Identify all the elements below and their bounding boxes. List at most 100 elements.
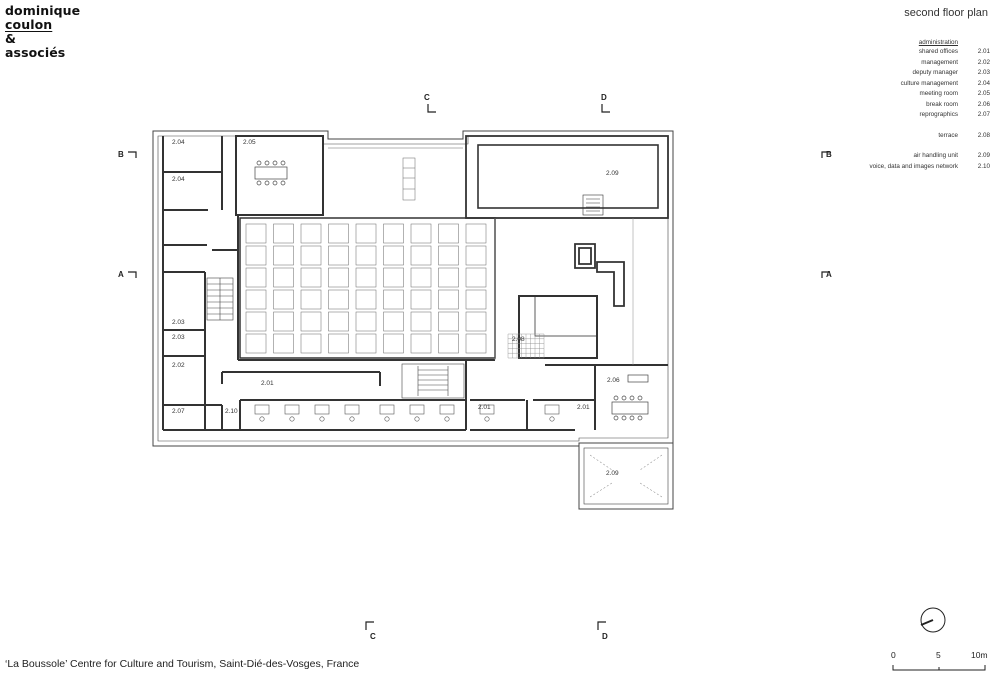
desk bbox=[544, 404, 560, 415]
north-arrow-icon bbox=[920, 607, 946, 633]
grid-cell bbox=[438, 311, 459, 332]
desk bbox=[379, 404, 395, 415]
grid-cell bbox=[383, 311, 404, 332]
grid-cell bbox=[410, 245, 432, 266]
grid-cell bbox=[438, 333, 459, 354]
room-label: 2.06 bbox=[607, 377, 620, 384]
chair bbox=[349, 416, 355, 422]
grid-cell bbox=[245, 311, 267, 332]
section-mark-a-right: A bbox=[826, 270, 832, 279]
inner-wall bbox=[157, 135, 669, 442]
grid-cell bbox=[410, 333, 432, 354]
air-handling-unit-upper bbox=[465, 135, 669, 219]
scale-label-mid: 5 bbox=[936, 650, 941, 660]
grid-cell bbox=[245, 223, 267, 244]
grid-cell bbox=[355, 333, 377, 354]
grid-cell bbox=[273, 223, 294, 244]
section-mark-c-top: C bbox=[424, 93, 430, 102]
grid-cell bbox=[465, 289, 487, 310]
desk bbox=[344, 404, 360, 415]
chair bbox=[259, 416, 265, 422]
desk bbox=[314, 404, 330, 415]
section-mark-b-left: B bbox=[118, 150, 124, 159]
room-label: 2.03 bbox=[172, 319, 185, 326]
grid-cell bbox=[465, 245, 487, 266]
grid-cell bbox=[438, 267, 459, 288]
grid-cell bbox=[273, 289, 294, 310]
scale-label-end: 10m bbox=[971, 650, 988, 660]
desk bbox=[479, 404, 495, 415]
room-label: 2.03 bbox=[172, 334, 185, 341]
stair-core-central bbox=[401, 363, 465, 399]
grid-cell bbox=[383, 223, 404, 244]
room-label: 2.04 bbox=[172, 139, 185, 146]
grid-cell bbox=[410, 311, 432, 332]
terrace-paving bbox=[507, 333, 545, 359]
skylight-strip bbox=[402, 157, 416, 201]
office-desks bbox=[254, 404, 560, 422]
room-label: 2.07 bbox=[172, 408, 185, 415]
grid-cell bbox=[355, 289, 377, 310]
room-label: 2.01 bbox=[577, 404, 590, 411]
section-mark-c-bottom: C bbox=[370, 632, 376, 641]
chair bbox=[319, 416, 325, 422]
legend-header: administration bbox=[918, 39, 958, 46]
logo-line-1: dominique bbox=[5, 3, 81, 18]
grid-cell bbox=[245, 333, 267, 354]
auditorium-roof-grid bbox=[245, 223, 487, 354]
section-mark-b-right: B bbox=[826, 150, 832, 159]
grid-cell bbox=[273, 245, 294, 266]
section-mark-a-left: A bbox=[118, 270, 124, 279]
section-mark-d-top: D bbox=[601, 93, 607, 102]
logo-line-3: & bbox=[5, 31, 17, 46]
grid-cell bbox=[273, 333, 294, 354]
grid-cell bbox=[465, 223, 487, 244]
firm-logo: dominique coulon & associés bbox=[5, 4, 80, 60]
grid-cell bbox=[300, 311, 322, 332]
grid-cell bbox=[438, 245, 459, 266]
grid-cell bbox=[245, 289, 267, 310]
grid-cell bbox=[410, 267, 432, 288]
scale-bar bbox=[892, 665, 986, 671]
grid-cell bbox=[245, 267, 267, 288]
grid-cell bbox=[328, 245, 349, 266]
grid-cell bbox=[300, 333, 322, 354]
meeting-table bbox=[254, 166, 288, 180]
grid-cell bbox=[465, 311, 487, 332]
grid-cell bbox=[300, 267, 322, 288]
grid-cell bbox=[300, 289, 322, 310]
chair bbox=[549, 416, 555, 422]
grid-cell bbox=[355, 267, 377, 288]
grid-cell bbox=[328, 333, 349, 354]
desk bbox=[284, 404, 300, 415]
room-label: 2.05 bbox=[243, 139, 256, 146]
grid-cell bbox=[383, 267, 404, 288]
grid-cell bbox=[328, 311, 349, 332]
grid-cell bbox=[383, 333, 404, 354]
grid-cell bbox=[300, 223, 322, 244]
air-handling-unit-lower bbox=[578, 442, 674, 510]
grid-cell bbox=[383, 245, 404, 266]
grid-cell bbox=[410, 289, 432, 310]
desk bbox=[254, 404, 270, 415]
room-label: 2.02 bbox=[172, 362, 185, 369]
grid-cell bbox=[300, 245, 322, 266]
grid-cell bbox=[245, 245, 267, 266]
grid-cell bbox=[273, 311, 294, 332]
grid-cell bbox=[438, 223, 459, 244]
chair bbox=[444, 416, 450, 422]
scale-label-zero: 0 bbox=[891, 650, 896, 660]
room-label: 2.04 bbox=[172, 176, 185, 183]
room-label: 2.10 bbox=[225, 408, 238, 415]
desk bbox=[439, 404, 455, 415]
grid-cell bbox=[273, 267, 294, 288]
desk bbox=[409, 404, 425, 415]
